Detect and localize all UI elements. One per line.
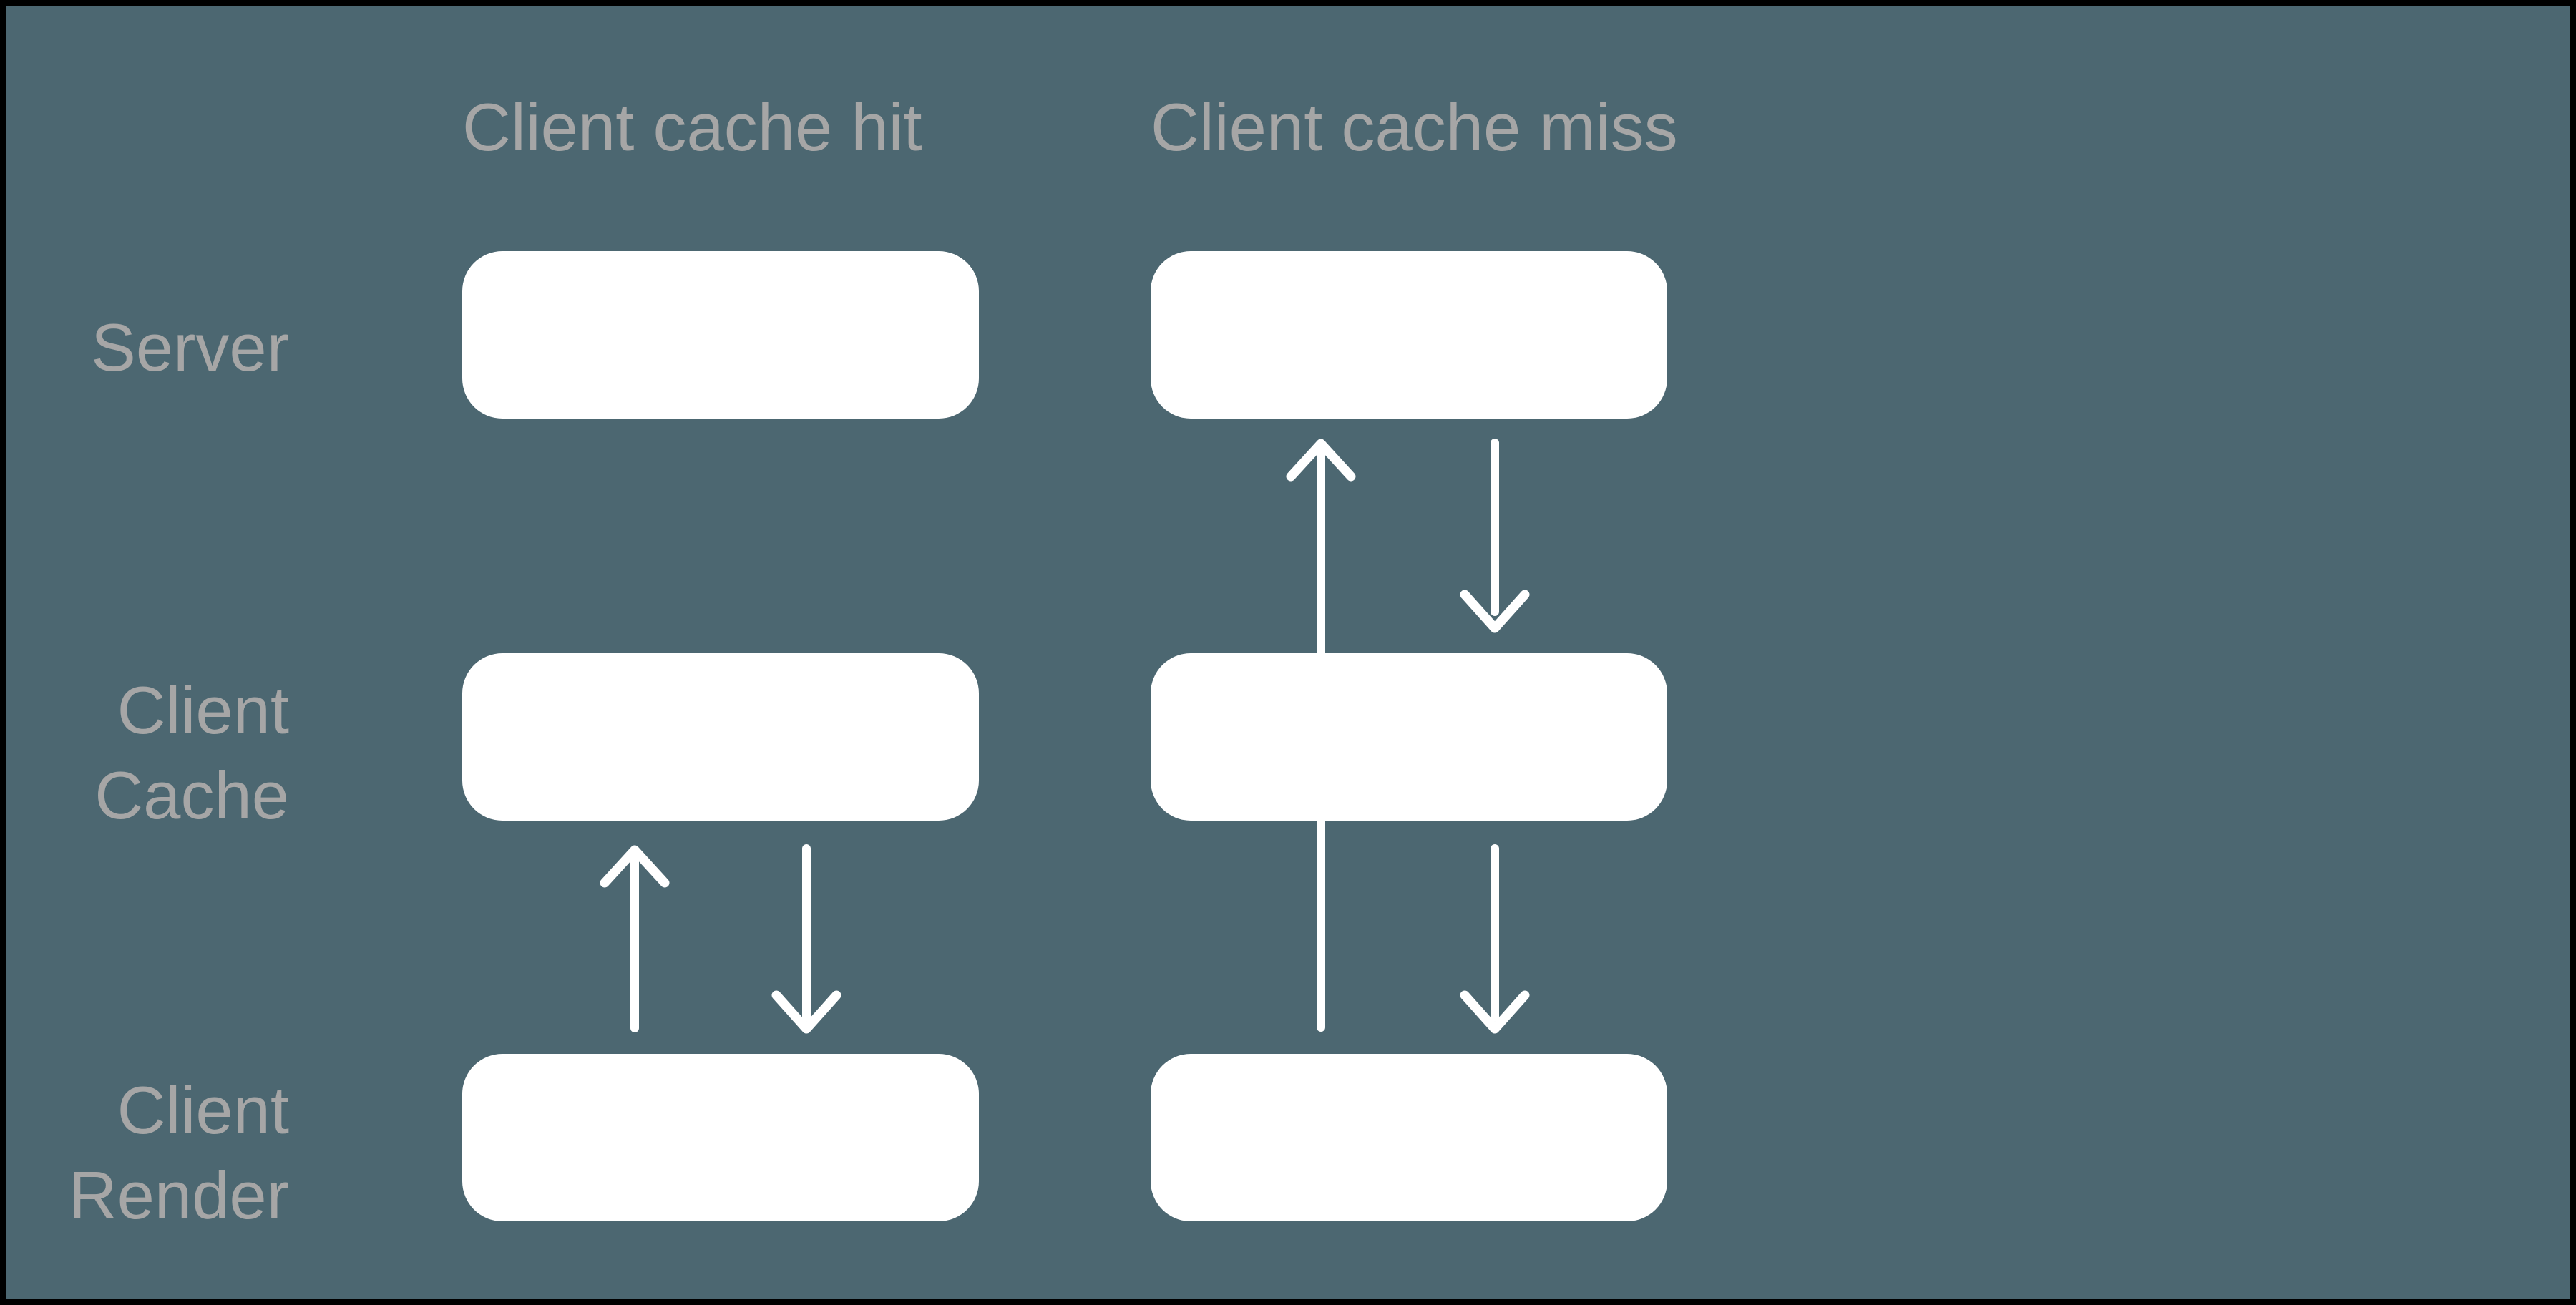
column-header-cache-miss: Client cache miss [1151,89,1678,165]
box-hit-server [462,251,979,419]
row-label-client-cache-line1: Client [117,673,289,748]
arrow-down-cache-to-render-hit [771,844,841,1034]
arrow-down-cache-to-render-miss [1460,844,1530,1034]
row-label-client-render-line1: Client [117,1072,289,1148]
box-hit-client-cache [462,653,979,821]
arrow-down-server-to-cache-miss [1460,439,1530,633]
row-label-server: Server [91,310,289,385]
row-label-client-cache-line2: Cache [94,758,289,833]
column-header-cache-hit: Client cache hit [462,89,922,165]
arrow-up-render-to-cache-hit [600,845,670,1032]
row-label-client-cache: Client Cache [6,668,289,838]
box-miss-server [1151,251,1667,419]
box-hit-client-render [462,1054,979,1221]
box-miss-client-render [1151,1054,1667,1221]
box-miss-client-cache [1151,653,1667,821]
row-label-client-render: Client Render [6,1067,289,1238]
row-label-client-render-line2: Render [68,1158,289,1233]
